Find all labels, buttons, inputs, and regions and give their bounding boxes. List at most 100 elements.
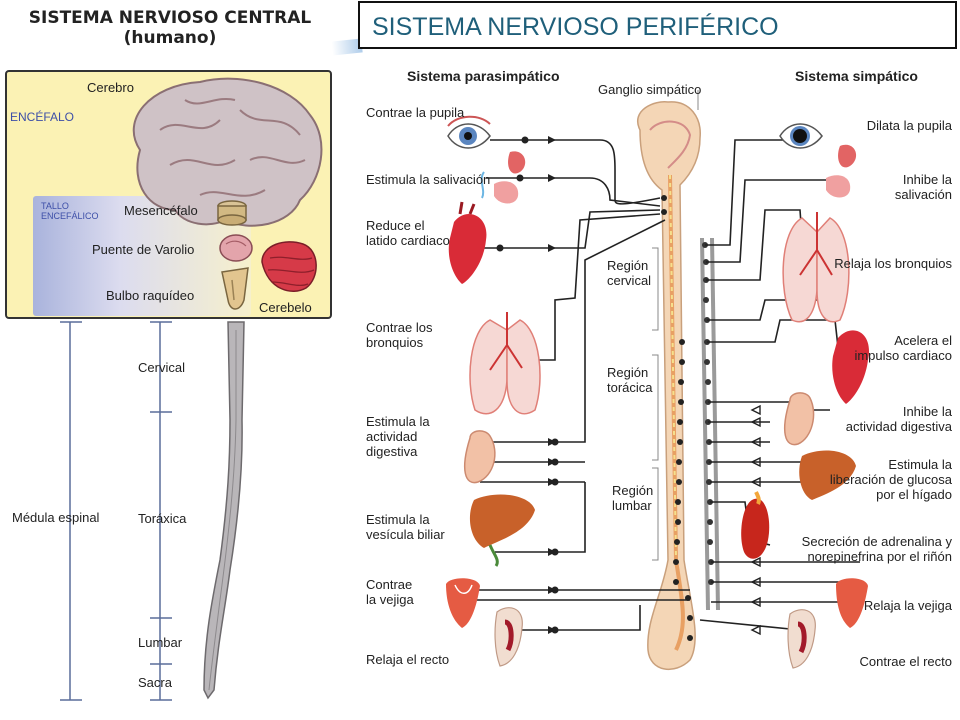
region-cervical-label: Cervical	[138, 360, 185, 375]
spinal-cord-icon	[203, 321, 245, 700]
symp-effect-rectum-line1: Contrae el recto	[859, 654, 953, 669]
para-effect-gallbladder-line1: Estimula la	[366, 512, 430, 527]
para-effect-bronchi-line1: Contrae los	[366, 320, 433, 335]
region-sacral-label: Sacra	[138, 675, 172, 690]
para-effect-gallbladder: Estimula la vesícula biliar	[366, 512, 445, 542]
cord-nodes	[661, 195, 693, 641]
brainstem-label-line1: TALLO	[41, 201, 69, 211]
sympathetic-title: Sistema simpático	[795, 68, 918, 84]
lungs-icon	[469, 312, 541, 415]
pons-label: Puente de Varolio	[92, 242, 195, 257]
region-lumbar-line1: Región	[612, 483, 654, 498]
sympathetic-chain	[700, 237, 720, 611]
chain-nodes	[702, 242, 714, 585]
sympathetic-synapses	[750, 404, 761, 636]
symp-effect-bronchi-line1: Relaja los bronquios	[834, 256, 952, 271]
region-cervical-line1: Región	[607, 258, 649, 273]
symp-effect-bronchi: Relaja los bronquios	[834, 256, 952, 271]
para-effect-pupil: Contrae la pupila	[366, 105, 464, 120]
cerebellum-icon	[261, 241, 317, 292]
symp-effect-glucose-line3: por el hígado	[876, 487, 952, 502]
liver-icon	[469, 494, 535, 567]
parasympathetic-title: Sistema parasimpático	[407, 68, 560, 84]
symp-effect-heart-line2: impulso cardiaco	[854, 348, 952, 363]
bladder-icon	[446, 578, 480, 628]
symp-effect-salivation: Inhibe la salivación	[895, 172, 952, 202]
para-effect-salivation-line1: Estimula la salivación	[366, 172, 491, 187]
symp-effect-salivation-line2: salivación	[894, 187, 952, 202]
spinal-regions-bracket	[150, 321, 172, 701]
symp-effect-heart: Acelera el impulso cardiaco	[854, 333, 952, 363]
medulla-label: Bulbo raquídeo	[106, 288, 195, 303]
pons-icon	[219, 234, 253, 262]
brainstem-label: TALLO ENCEFÁLICO	[41, 201, 99, 221]
midbrain-icon	[217, 200, 247, 226]
brainstem-label-line2: ENCEFÁLICO	[41, 211, 99, 221]
parasympathetic-pathways	[470, 139, 690, 631]
symp-effect-adrenaline-line2: norepinefrina por el riñón	[807, 549, 952, 564]
symp-effect-adrenaline-line1: Secreción de adrenalina y	[801, 534, 952, 549]
region-lumbar-pns: Región lumbar	[612, 483, 653, 513]
para-effect-digestion-line1: Estimula la	[366, 414, 430, 429]
region-lumbar-label: Lumbar	[138, 635, 183, 650]
ganglion-label: Ganglio simpático	[598, 82, 702, 97]
para-effect-bronchi: Contrae los bronquios	[366, 320, 432, 350]
symp-effect-heart-line1: Acelera el	[894, 333, 952, 348]
eye-dilated-icon	[779, 123, 823, 149]
symp-effect-digestion: Inhibe la actividad digestiva	[846, 404, 952, 434]
para-effect-bladder-line1: Contrae	[366, 577, 413, 592]
parasympathetic-synapses	[496, 136, 559, 634]
para-effect-heart: Reduce el latido cardiaco	[366, 218, 450, 248]
para-effect-digestion-line2: actividad	[366, 429, 418, 444]
para-effect-digestion-line3: digestiva	[366, 444, 418, 459]
eye-icon	[447, 115, 491, 149]
para-effect-pupil-line1: Contrae la pupila	[366, 105, 465, 120]
cns-title: SISTEMA NERVIOSO CENTRAL (humano)	[10, 8, 330, 48]
cerebellum-label: Cerebelo	[259, 300, 312, 315]
symp-effect-salivation-line1: Inhibe la	[902, 172, 952, 187]
heart-icon	[448, 201, 487, 284]
region-cervical-pns: Región cervical	[607, 258, 651, 288]
region-cervical-line2: cervical	[607, 273, 652, 288]
region-thoracic-line2: torácica	[607, 380, 653, 395]
pns-title-text: SISTEMA NERVIOSO PERIFÉRICO	[372, 13, 779, 41]
stomach-icon	[463, 430, 496, 484]
kidney-icon	[741, 491, 770, 559]
para-effect-heart-line2: latido cardiaco	[366, 233, 450, 248]
symp-effect-pupil: Dilata la pupila	[867, 118, 952, 133]
region-brackets	[652, 90, 699, 561]
spinal-cord-bracket	[60, 321, 82, 701]
salivary-gland-right-icon	[826, 144, 857, 198]
brain-icon	[132, 77, 323, 227]
midbrain-label: Mesencéfalo	[124, 203, 198, 218]
spinal-cord-label: Médula espinal	[12, 510, 100, 525]
para-effect-gallbladder-line2: vesícula biliar	[366, 527, 445, 542]
region-thoracic-line1: Región	[607, 365, 649, 380]
region-thoracic-pns: Región torácica	[607, 365, 653, 395]
pns-title: SISTEMA NERVIOSO PERIFÉRICO	[358, 1, 957, 49]
region-lumbar-line2: lumbar	[612, 498, 652, 513]
symp-effect-bladder: Relaja la vejiga	[864, 598, 952, 613]
para-effect-rectum-line1: Relaja el recto	[366, 652, 450, 667]
symp-effect-bladder-line1: Relaja la vejiga	[863, 598, 952, 613]
para-effect-bronchi-line2: bronquios	[366, 335, 424, 350]
symp-effect-adrenaline: Secreción de adrenalina y norepinefrina …	[802, 534, 952, 564]
rectum-right-icon	[787, 609, 816, 669]
para-effect-rectum: Relaja el recto	[366, 652, 449, 667]
symp-effect-glucose-line1: Estimula la	[888, 457, 952, 472]
stomach-right-icon	[783, 392, 815, 446]
symp-effect-glucose: Estimula la liberación de glucosa por el…	[830, 457, 952, 502]
symp-effect-pupil-line1: Dilata la pupila	[866, 118, 952, 133]
cns-illustration	[60, 77, 323, 701]
para-effect-digestion: Estimula la actividad digestiva	[366, 414, 430, 459]
cns-title-line1: SISTEMA NERVIOSO CENTRAL	[28, 8, 312, 28]
region-thoracic-label: Toráxica	[138, 511, 187, 526]
symp-effect-glucose-line2: liberación de glucosa	[829, 472, 952, 487]
cns-title-line2: (humano)	[123, 28, 217, 48]
para-effect-bladder-line2: la vejiga	[366, 592, 414, 607]
symp-effect-rectum: Contrae el recto	[860, 654, 953, 669]
para-effect-salivation: Estimula la salivación	[366, 172, 490, 187]
medulla-icon	[221, 267, 249, 310]
symp-effect-digestion-line2: actividad digestiva	[845, 419, 952, 434]
symp-effect-digestion-line1: Inhibe la	[902, 404, 952, 419]
